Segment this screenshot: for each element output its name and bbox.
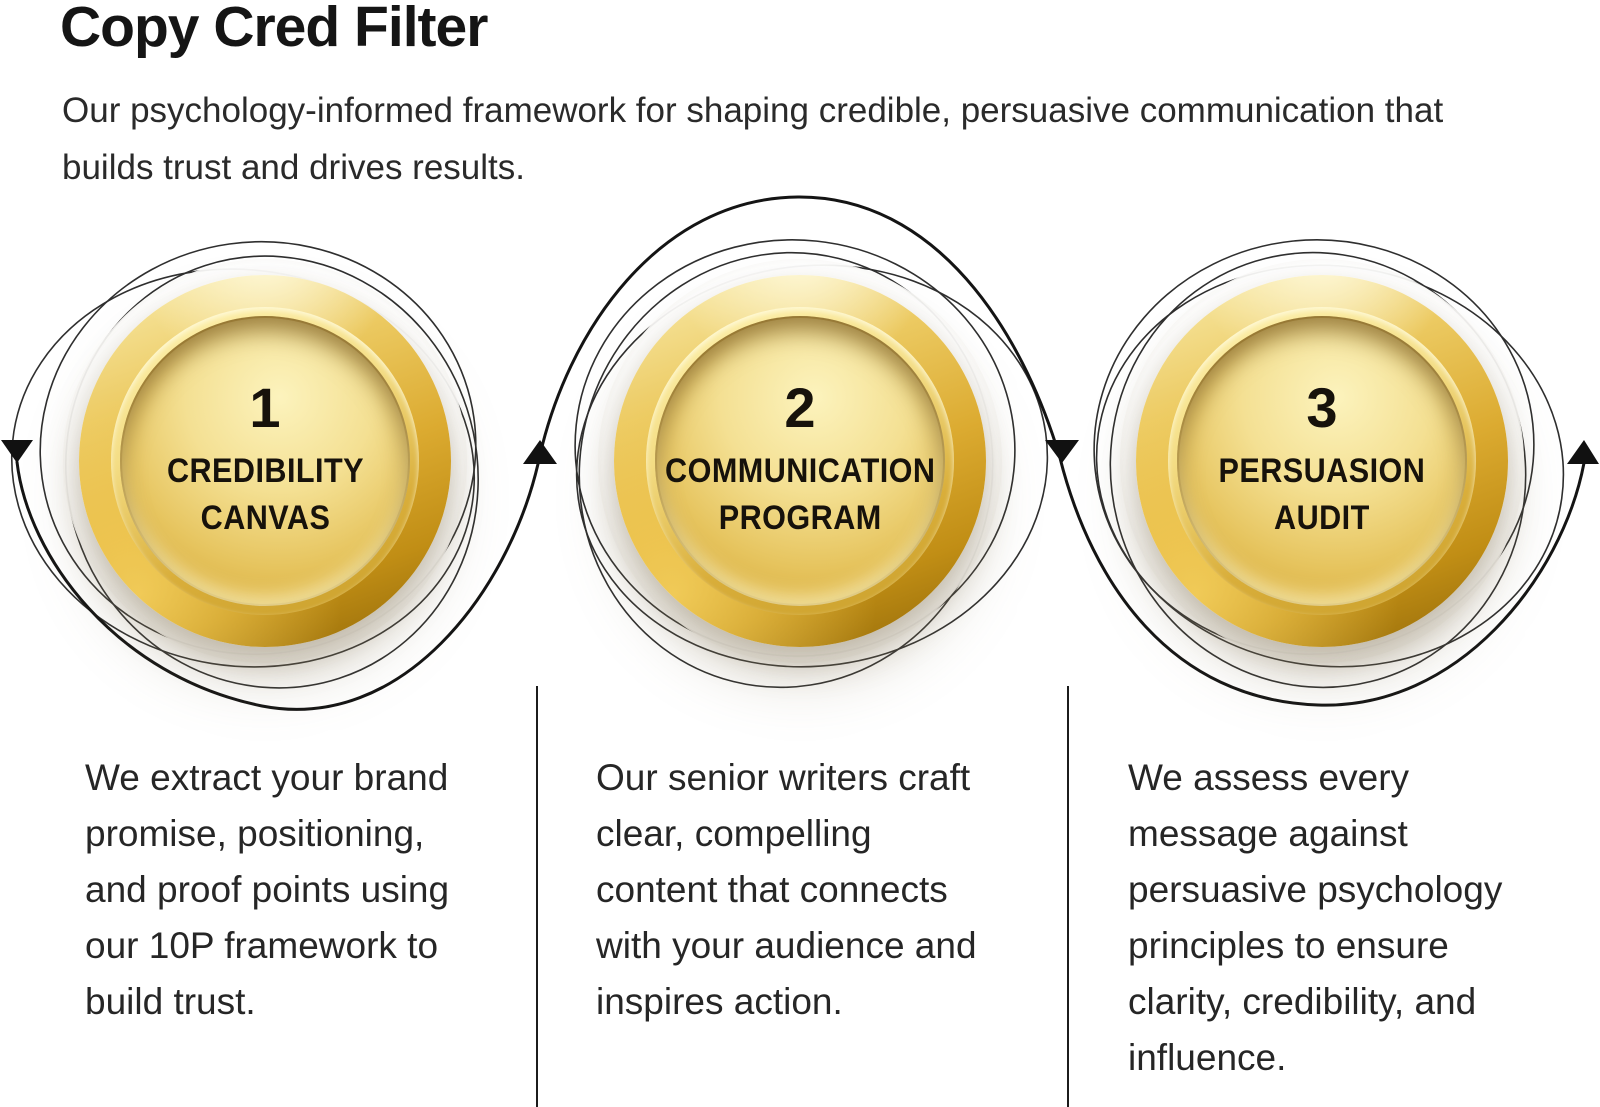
gold-coin xyxy=(1136,275,1508,647)
coin-inner-disc xyxy=(119,315,411,607)
step-label: COMMUNICATION PROGRAM xyxy=(664,452,936,537)
step-number: 2 xyxy=(784,376,816,439)
gold-coin xyxy=(614,275,986,647)
flow-line xyxy=(15,195,1586,711)
flow-arrowhead-up-icon xyxy=(1567,440,1599,464)
step-2-medallion: 2 COMMUNICATION PROGRAM xyxy=(598,259,1002,663)
step-1-description: We extract your brand promise, positioni… xyxy=(85,757,450,1022)
flow-arrowhead-down-icon xyxy=(1,440,33,463)
coin-inner-disc xyxy=(654,315,946,607)
page-subtitle: Our psychology-informed framework for sh… xyxy=(62,91,1444,187)
column-divider xyxy=(1067,686,1069,1107)
step-3-description: We assess every message against persuasi… xyxy=(1128,757,1503,1078)
step-3-medallion: 3 PERSUASION AUDIT xyxy=(1120,259,1524,663)
gold-coin xyxy=(79,275,451,647)
page-title: Copy Cred Filter xyxy=(60,0,488,59)
step-label: CREDIBILITY CANVAS xyxy=(166,452,364,537)
coin-inner-disc xyxy=(1176,315,1468,607)
column-divider xyxy=(536,686,538,1107)
step-label: PERSUASION AUDIT xyxy=(1218,452,1426,537)
flow-arrowhead-up-icon xyxy=(523,440,557,464)
step-number: 1 xyxy=(249,376,281,439)
step-2-description: Our senior writers craft clear, compelli… xyxy=(596,757,977,1022)
step-1-medallion: 1 CREDIBILITY CANVAS xyxy=(63,259,467,663)
flow-arrowhead-down-icon xyxy=(1045,440,1079,463)
step-number: 3 xyxy=(1306,376,1338,439)
